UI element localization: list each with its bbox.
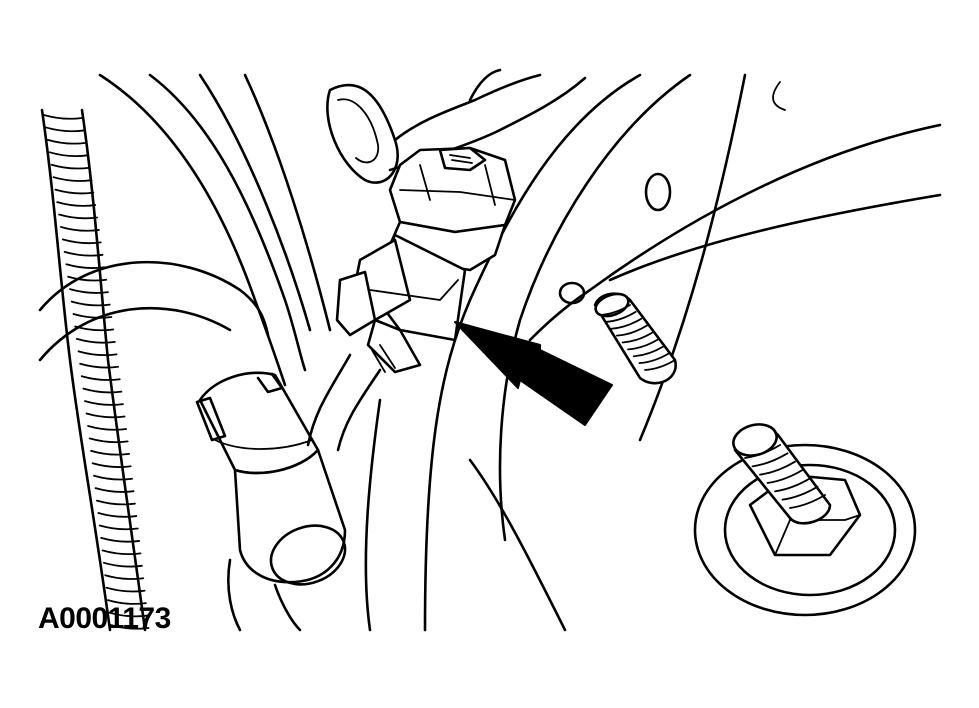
rib-line — [774, 477, 811, 493]
rib-line — [108, 611, 149, 618]
rib-line — [48, 151, 89, 157]
rib-line — [97, 512, 138, 518]
rib-line — [744, 444, 781, 459]
figure-id-label: A0001173 — [38, 602, 171, 635]
rib-line — [79, 362, 120, 369]
rib-line — [751, 452, 789, 468]
rib-line — [638, 352, 671, 365]
rib-line — [105, 586, 146, 593]
callout-arrow — [454, 321, 613, 426]
hose — [38, 73, 332, 632]
electrical-connector — [335, 233, 467, 374]
rib-line — [621, 331, 654, 344]
rib-line — [91, 462, 132, 468]
rib-line — [46, 138, 87, 145]
rib-line — [102, 561, 143, 568]
rib-line — [615, 324, 648, 337]
rib-line — [50, 163, 91, 170]
rib-line — [599, 304, 631, 316]
rib-line — [63, 250, 104, 257]
rib-line — [61, 238, 102, 245]
rib-line — [43, 114, 83, 120]
rib-line — [759, 460, 796, 476]
rib-line — [60, 226, 100, 232]
rib-line — [104, 574, 145, 580]
rib-line — [70, 300, 111, 307]
rib-line — [632, 345, 665, 358]
rib-line — [604, 310, 637, 323]
block-bolt-hole — [558, 281, 586, 305]
rib-line — [54, 188, 95, 195]
rib-line — [52, 176, 93, 182]
rib-line — [98, 524, 139, 531]
block-bolt-hole — [644, 172, 672, 212]
rib-line — [94, 487, 135, 493]
rib-line — [85, 412, 126, 419]
rib-line — [789, 494, 826, 509]
rib-line — [90, 449, 131, 456]
rib-line — [77, 350, 118, 356]
threaded-stud — [593, 292, 677, 385]
rib-line — [781, 485, 819, 501]
rib-line — [72, 313, 113, 319]
rib-line — [87, 425, 128, 431]
stud-with-nut — [693, 423, 917, 617]
rib-line — [766, 469, 804, 484]
rib-line — [65, 263, 106, 269]
rib-line — [80, 375, 121, 381]
rib-line — [67, 275, 108, 282]
rib-line — [45, 126, 85, 133]
rib-line — [69, 288, 109, 294]
rib-line — [109, 624, 150, 630]
rib-line — [56, 201, 97, 207]
rib-line — [627, 338, 660, 351]
engine-block — [364, 73, 942, 632]
wiring-harness — [40, 108, 150, 632]
rib-line — [58, 213, 98, 220]
connector-wire — [306, 353, 382, 452]
rib-line — [107, 599, 147, 605]
rib-line — [84, 400, 124, 406]
hose-end-cap — [195, 371, 347, 586]
rib-line — [101, 549, 142, 556]
rib-line — [88, 437, 129, 444]
rib-line — [75, 338, 116, 344]
rib-line — [82, 387, 123, 394]
rib-line — [96, 499, 136, 506]
rib-line — [610, 317, 643, 330]
rib-line — [93, 474, 133, 481]
rib-line — [100, 537, 141, 543]
rib-line — [644, 359, 676, 371]
